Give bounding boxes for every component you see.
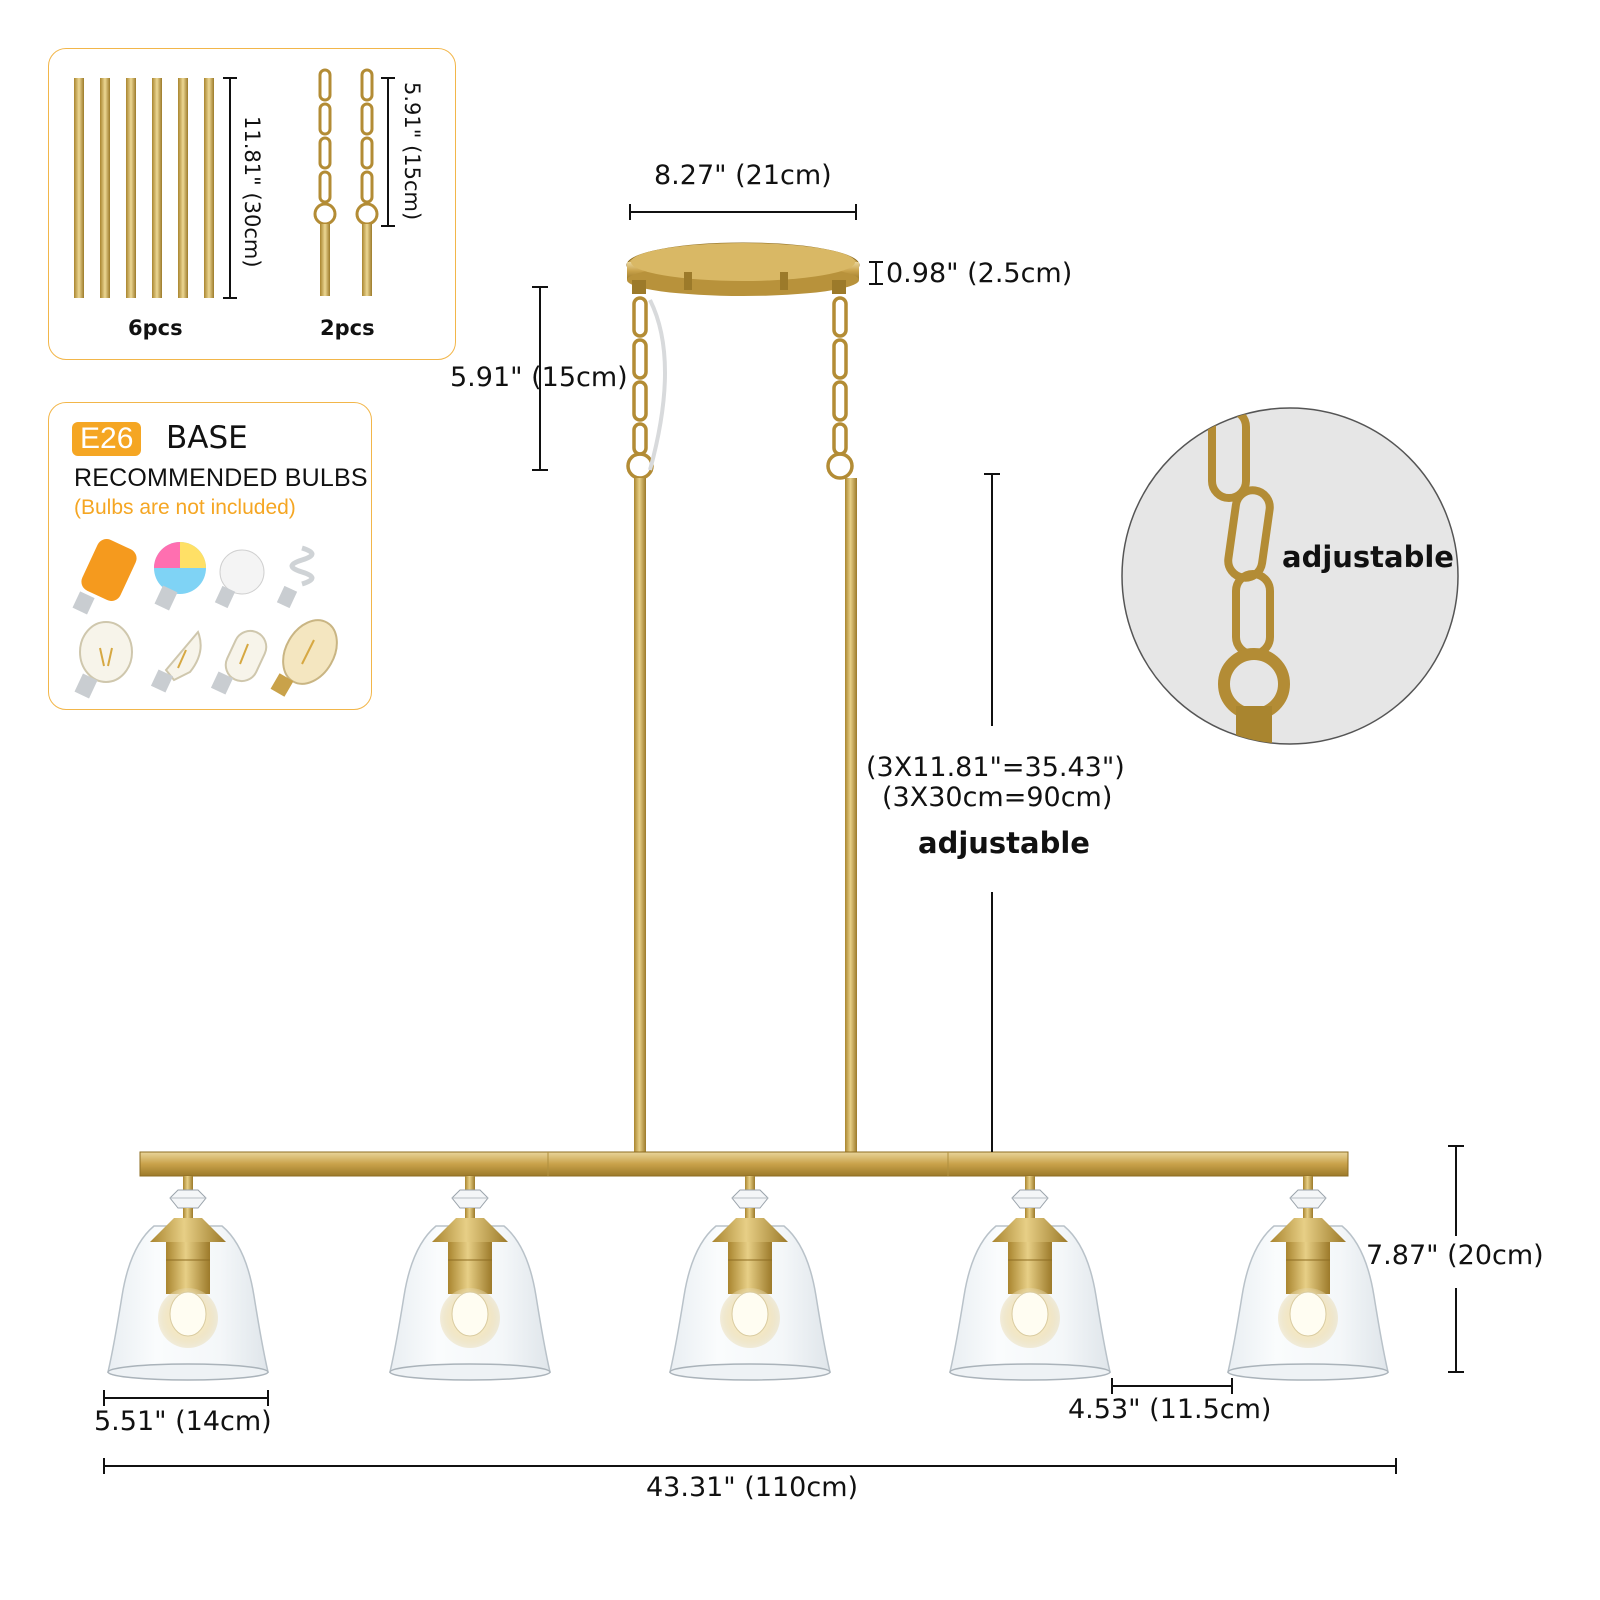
canopy-height-label: 0.98" (2.5cm) (886, 258, 1073, 289)
shade-width-label: 5.51" (14cm) (94, 1406, 272, 1437)
pendant-light-3 (669, 1175, 831, 1381)
dimension-lines (103, 204, 1464, 1474)
detail-adjustable-label: adjustable (1282, 540, 1454, 574)
pendant-light-2 (389, 1175, 551, 1381)
base-label: BASE (166, 420, 248, 456)
chains-qty-label: 2pcs (320, 316, 375, 340)
rods-adjustable-label: adjustable (918, 826, 1090, 860)
rods-total-inches-label: (3X11.81"=35.43") (866, 752, 1125, 783)
bulb-icons-grid (72, 539, 338, 699)
canopy-width-label: 8.27" (21cm) (654, 160, 832, 191)
pendant-light-1 (107, 1175, 269, 1381)
fixture-bar (139, 1151, 1349, 1177)
rgb-bulb-icon (154, 542, 206, 611)
rods-illustration (74, 77, 237, 299)
chains-length-label: 5.91" (15cm) (400, 82, 424, 221)
vintage-edison-bulb-icon (270, 619, 338, 697)
recommended-bulbs-label: RECOMMENDED BULBS (74, 464, 368, 492)
flame-bulb-icon (72, 539, 137, 615)
bulbs-not-included-note: (Bulbs are not included) (74, 496, 296, 519)
rods-total-cm-label: (3X30cm=90cm) (882, 782, 1113, 813)
rods-length-label: 11.81" (30cm) (240, 116, 264, 268)
total-length-label: 43.31" (110cm) (646, 1472, 859, 1503)
candle-bulb-icon (150, 630, 202, 693)
e26-badge: E26 (72, 422, 142, 456)
chain-length-label: 5.91" (15cm) (450, 362, 628, 393)
chains-illustration (313, 68, 395, 296)
pendant-light-4 (949, 1175, 1111, 1381)
hanging-chains (626, 296, 854, 480)
shade-spacing-label: 4.53" (11.5cm) (1068, 1394, 1272, 1425)
pendant-light-5 (1227, 1175, 1389, 1381)
tubular-bulb-icon (210, 629, 268, 695)
shade-height-label: 7.87" (20cm) (1366, 1240, 1544, 1271)
power-wire (648, 299, 667, 471)
canopy (626, 242, 860, 296)
rod-right (845, 478, 857, 1154)
cfl-spiral-bulb-icon (276, 545, 315, 609)
led-bulb-icon (214, 549, 265, 609)
edison-bulb-icon (74, 621, 133, 699)
rods-qty-label: 6pcs (128, 316, 183, 340)
rod-left (634, 478, 646, 1154)
chain-detail-circle (1121, 407, 1459, 745)
